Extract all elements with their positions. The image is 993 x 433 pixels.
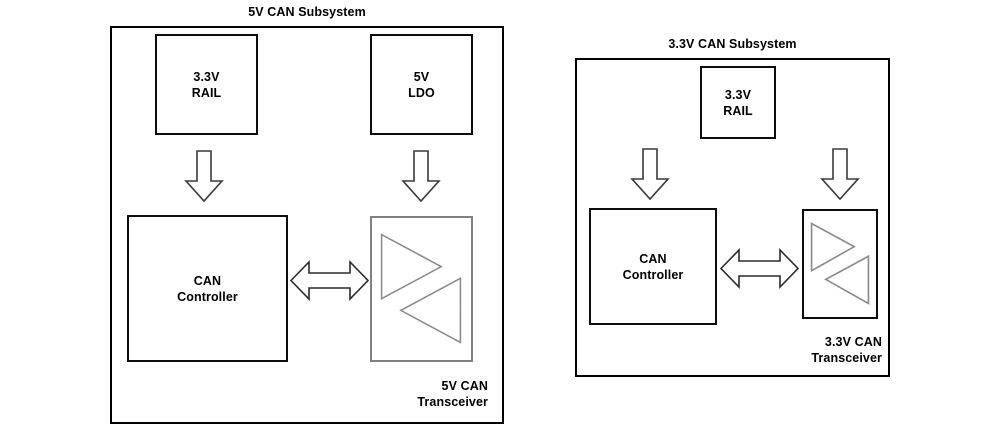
- block-can-transceiver-3v3: [802, 209, 878, 319]
- block-can-controller-3v3: CAN Controller: [589, 208, 717, 325]
- down-arrow-rail-to-controller-b: [630, 148, 670, 201]
- block-can-controller-3v3-label: CAN Controller: [622, 251, 684, 282]
- caption-transceiver-3v3: 3.3V CAN Transceiver: [811, 335, 882, 366]
- transceiver-triangles-icon: [380, 233, 462, 344]
- subsystem-title-3v3: 3.3V CAN Subsystem: [668, 37, 797, 51]
- block-3v3-rail: 3.3V RAIL: [155, 34, 258, 135]
- block-can-transceiver-5v: [370, 216, 473, 362]
- block-3v3-rail-b-label: 3.3V RAIL: [723, 87, 753, 118]
- block-5v-ldo: 5V LDO: [370, 34, 473, 135]
- caption-transceiver-5v: 5V CAN Transceiver: [417, 379, 488, 410]
- transceiver-triangles-icon-b: [810, 222, 870, 305]
- bidirectional-arrow-controller-transceiver-5v: [289, 260, 370, 301]
- down-arrow-rail-to-controller: [184, 150, 224, 203]
- bidirectional-arrow-controller-transceiver-3v3: [719, 248, 800, 289]
- block-3v3-rail-b: 3.3V RAIL: [700, 66, 776, 139]
- subsystem-title-5v: 5V CAN Subsystem: [248, 5, 366, 19]
- down-arrow-ldo-to-transceiver: [401, 150, 441, 203]
- block-can-controller-5v-label: CAN Controller: [177, 273, 238, 304]
- block-5v-ldo-label: 5V LDO: [408, 69, 435, 100]
- block-can-controller-5v: CAN Controller: [127, 215, 288, 362]
- down-arrow-rail-to-transceiver-b: [820, 148, 860, 201]
- block-3v3-rail-label: 3.3V RAIL: [191, 69, 222, 100]
